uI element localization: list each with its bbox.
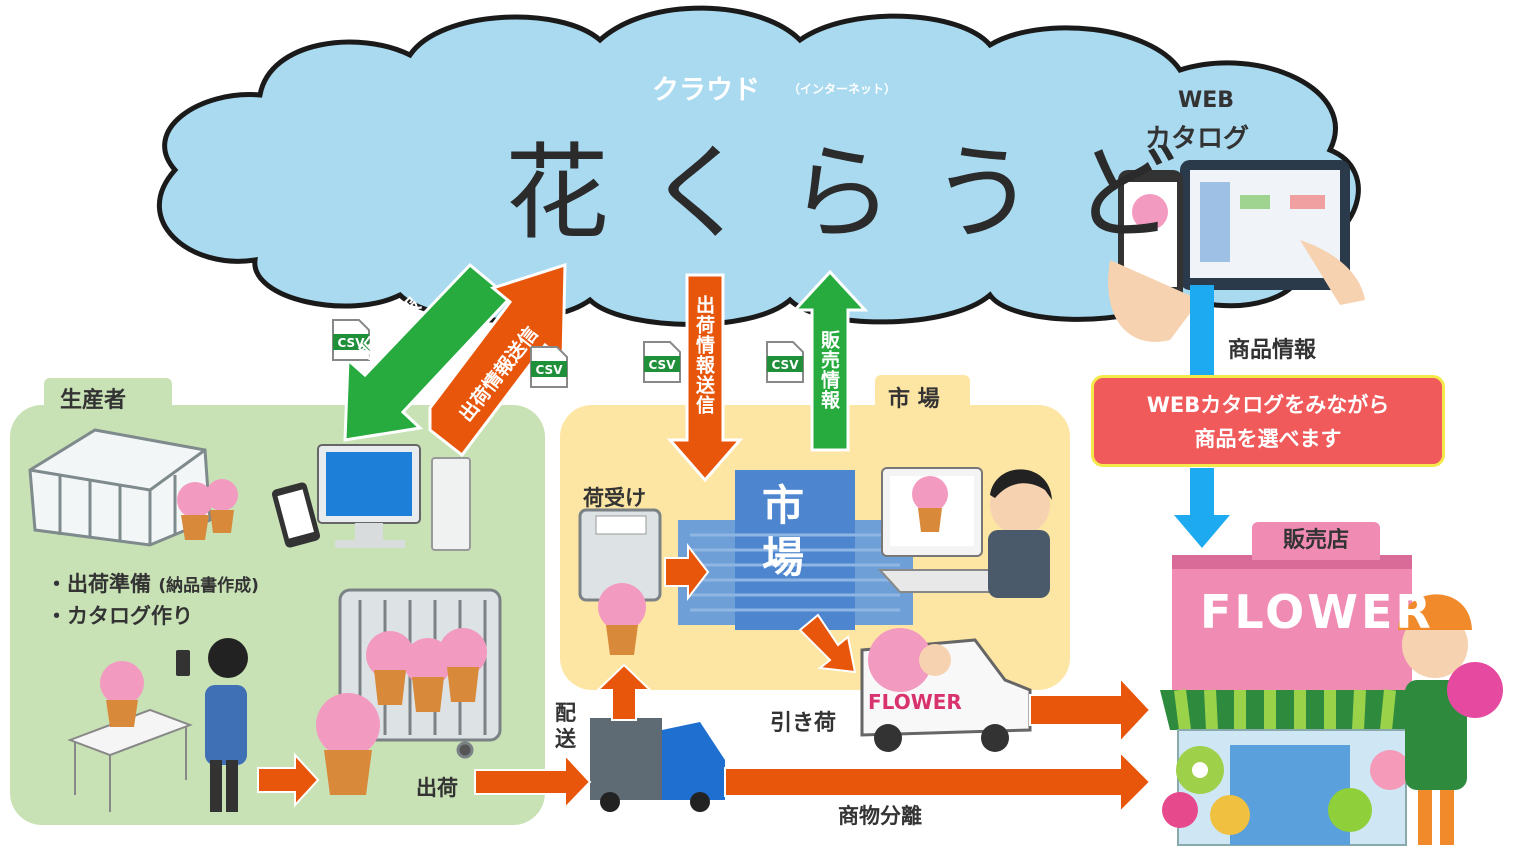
- producer-computer-illustration: [271, 444, 471, 551]
- market-building-illustration: [678, 470, 913, 630]
- sales-info-arrow-market: [791, 269, 869, 452]
- csv-file-icon: CSV: [642, 340, 682, 384]
- delivery-label: 配送: [555, 701, 576, 751]
- market-operator-illustration: [877, 467, 1052, 598]
- shipping-info-arrow-left: [428, 262, 567, 458]
- sales-info-arrow-left: [343, 262, 510, 442]
- producer-task-1-note: (納品書作成): [158, 576, 259, 596]
- svg-text:CSV: CSV: [338, 336, 366, 350]
- product-info-arrow: [1174, 285, 1230, 548]
- csv-file-icon: CSV: [331, 318, 371, 362]
- shipping-info-arrow-market: [666, 273, 744, 483]
- web-catalog-label-line1: WEB: [1178, 88, 1235, 113]
- sales-info-label-market: 販売情報: [818, 330, 840, 410]
- csv-file-icon: CSV: [765, 340, 805, 384]
- svg-text:CSV: CSV: [649, 358, 677, 372]
- market-tag: 市 場: [888, 387, 940, 412]
- web-catalog-label-line2: カタログ: [1145, 124, 1250, 154]
- shop-sign: FLOWER: [1200, 585, 1434, 639]
- flow-arrows: [257, 543, 1152, 815]
- shopkeeper-illustration: [1398, 594, 1503, 845]
- market-cart-illustration: [578, 508, 662, 655]
- photographer-illustration: [176, 638, 248, 812]
- callout-line-1: WEBカタログをみながら: [1146, 393, 1390, 417]
- receive-label: 荷受け: [583, 486, 646, 510]
- retail-tag: 販売店: [1252, 522, 1380, 560]
- separation-label: 商物分離: [838, 804, 922, 828]
- callout-line-2: 商品を選べます: [1194, 427, 1342, 451]
- producer-tag: 生産者: [60, 388, 127, 413]
- service-logo: 花くらうど: [505, 132, 1216, 254]
- market-building-text: 市場: [762, 481, 805, 582]
- product-info-label: 商品情報: [1228, 338, 1317, 363]
- cloud-title: クラウド: [652, 75, 760, 106]
- catalog-callout: WEBカタログをみながら 商品を選べます: [1091, 375, 1445, 467]
- pickup-label: 引き荷: [770, 711, 837, 736]
- cloud-subtitle: （インターネット）: [788, 82, 897, 96]
- greenhouse-illustration: [28, 428, 212, 547]
- producer-task-1: ・出荷準備 (納品書作成): [46, 568, 259, 598]
- producer-task-1-text: ・出荷準備: [46, 572, 151, 596]
- van-logo-text: FLOWER: [868, 690, 962, 714]
- producer-task-2: ・カタログ作り: [46, 604, 193, 628]
- svg-text:CSV: CSV: [772, 358, 800, 372]
- shipping-info-label-market: 出荷情報送信: [693, 295, 715, 415]
- svg-text:CSV: CSV: [536, 363, 564, 377]
- csv-file-icon: CSV: [529, 345, 569, 389]
- flower-pot-illustrations: [100, 479, 487, 795]
- ship-label: 出荷: [416, 776, 458, 800]
- delivery-van-illustration: [860, 628, 1032, 752]
- catalog-device-illustration: [1108, 160, 1365, 342]
- truck-illustration: [590, 718, 725, 812]
